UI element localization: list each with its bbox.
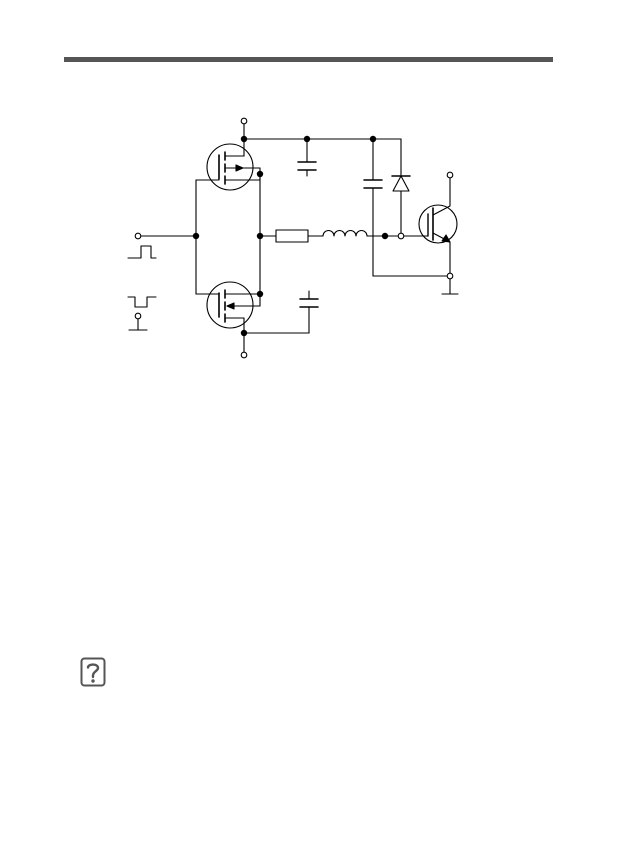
capacitor-bottom bbox=[299, 290, 319, 334]
question-icon bbox=[80, 657, 106, 687]
emitter-terminal bbox=[446, 272, 454, 280]
capacitor-gate bbox=[363, 138, 451, 277]
circuit-diagram bbox=[127, 117, 459, 359]
negative-pulse-waveform bbox=[127, 296, 157, 308]
junction-dots bbox=[192, 135, 389, 337]
inductor bbox=[322, 230, 368, 237]
ground-reference bbox=[128, 318, 148, 331]
vdd-terminal bbox=[240, 117, 248, 125]
collector-terminal bbox=[446, 171, 454, 179]
top-rail bbox=[243, 123, 402, 140]
resistor bbox=[275, 229, 309, 243]
igbt-transistor bbox=[403, 177, 459, 295]
vss-terminal bbox=[240, 351, 248, 359]
diode bbox=[391, 138, 411, 234]
input-terminal bbox=[134, 232, 142, 240]
positive-pulse-waveform bbox=[127, 245, 157, 259]
ground-terminal bbox=[134, 312, 142, 320]
bottom-rail bbox=[243, 317, 310, 353]
nmos-transistor bbox=[206, 281, 261, 329]
gate-terminal bbox=[397, 232, 405, 240]
gate-drive bbox=[140, 179, 220, 295]
pmos-transistor bbox=[206, 138, 261, 191]
header-rule bbox=[64, 57, 553, 62]
capacitor-top bbox=[297, 138, 317, 177]
